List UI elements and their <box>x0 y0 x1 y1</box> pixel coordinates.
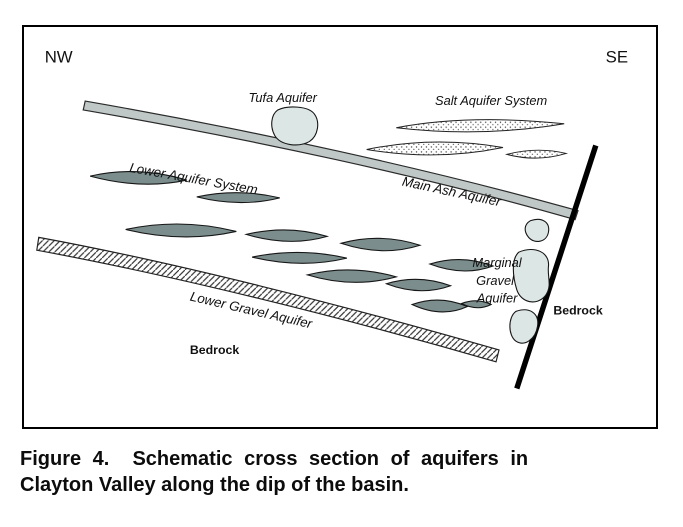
salt-lens <box>504 149 569 159</box>
lower-lens <box>251 251 348 264</box>
lower-lens <box>89 171 188 185</box>
marginal-label-line3: Aquifer <box>476 291 518 306</box>
cross-section-svg: NW SE Tufa Aquifer Salt Aquifer System M… <box>36 48 628 390</box>
salt-lens <box>366 141 504 156</box>
bedrock-bottom-label: Bedrock <box>190 343 239 357</box>
lower-lens <box>125 223 237 238</box>
marginal-label-line1: Marginal <box>472 255 522 270</box>
marginal-blob <box>524 218 550 242</box>
salt-aquifer-label: Salt Aquifer System <box>435 93 547 108</box>
lower-lens <box>410 299 469 313</box>
marginal-gravel-blobs <box>509 218 550 344</box>
gravel-band <box>36 236 500 363</box>
tufa-aquifer-label: Tufa Aquifer <box>248 90 317 105</box>
marginal-blob <box>509 309 539 344</box>
cross-section-figure: NW SE Tufa Aquifer Salt Aquifer System M… <box>22 25 658 429</box>
caption-line-1: Figure 4. Schematic cross section of aqu… <box>20 448 529 470</box>
lower-lens <box>339 237 422 252</box>
bedrock-right-label: Bedrock <box>553 303 602 317</box>
salt-lens <box>396 119 565 133</box>
lower-lens <box>428 259 495 272</box>
marginal-label-line2: Gravel <box>476 273 515 288</box>
main-ash-band <box>82 100 579 221</box>
lower-lens <box>384 278 453 292</box>
marginal-gravel-aquifer-label: Marginal Gravel Aquifer <box>472 255 522 306</box>
lower-aquifer-lenses <box>89 171 495 313</box>
caption-line-2: Clayton Valley along the dip of the basi… <box>20 474 409 496</box>
lower-lens <box>305 269 399 283</box>
figure-caption: Figure 4. Schematic cross section of aqu… <box>20 446 665 498</box>
lower-lens <box>196 192 280 204</box>
fault-line <box>514 144 599 390</box>
lower-lens <box>244 229 330 242</box>
compass-se-label: SE <box>606 48 628 67</box>
lower-lens <box>460 300 493 309</box>
compass-nw-label: NW <box>45 48 73 67</box>
tufa-blob <box>271 106 319 146</box>
marginal-blob <box>512 248 550 303</box>
